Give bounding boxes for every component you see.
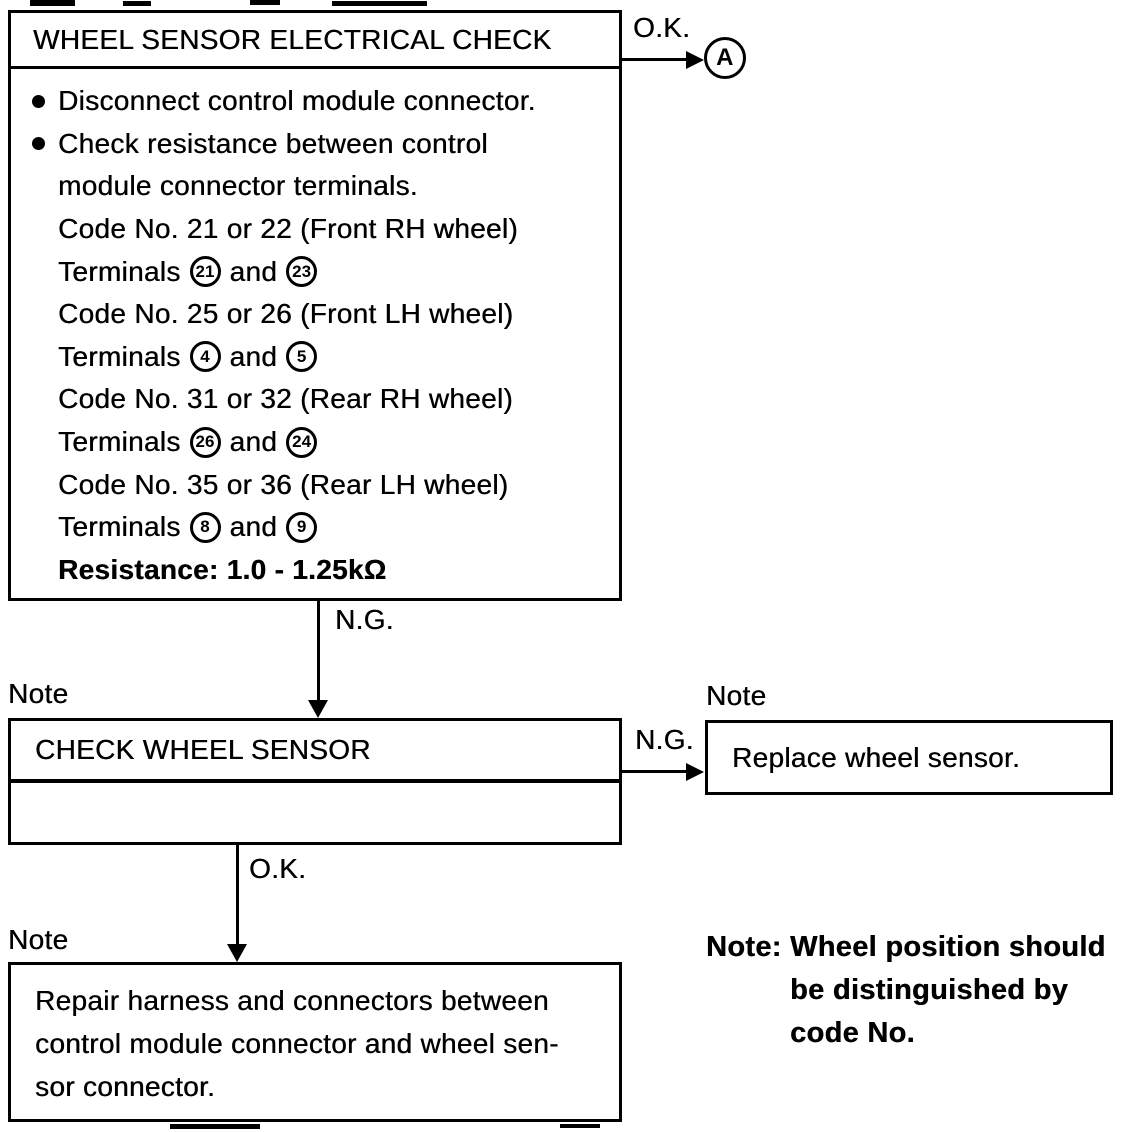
terminal-circle: 8 (189, 511, 221, 543)
edge-label-ng-side: N.G. (635, 724, 694, 755)
terminal-line: Terminals 8 and 9 (11, 506, 619, 549)
arrowhead-down-icon (227, 944, 247, 962)
code-line: Code No. 21 or 22 (Front RH wheel) (58, 213, 518, 245)
note-label-check: Note (8, 678, 69, 709)
terminal-circle: 24 (286, 426, 318, 458)
terminal-circle: 21 (189, 256, 221, 288)
terminal-circle: 26 (189, 426, 221, 458)
bullet-icon (32, 94, 45, 108)
side-note-line: Note: Wheel position should (706, 931, 1106, 963)
action-text-line: sor connector. (35, 1071, 216, 1102)
connector-line-ng-side (622, 770, 688, 773)
scan-artifact (123, 1, 151, 6)
procedure-text: Check resistance between control (58, 127, 488, 159)
note-label-replace: Note (706, 680, 767, 711)
arrowhead-down-icon (308, 700, 328, 718)
code-line: Code No. 35 or 36 (Rear LH wheel) (58, 468, 509, 500)
code-line: Code No. 31 or 32 (Rear RH wheel) (58, 383, 513, 415)
connector-line-ng-main (317, 601, 320, 702)
terminal-circle: 4 (189, 341, 221, 373)
procedure-step: Disconnect control module connector. (11, 80, 619, 123)
procedure-step: Check resistance between control (11, 123, 619, 166)
side-note-wheel-position: Note: Wheel position should be distingui… (706, 926, 1106, 1055)
connector-line-ok-bottom (236, 845, 239, 946)
side-note-line: be distinguished by (790, 974, 1068, 1006)
edge-label-ng-main: N.G. (335, 604, 394, 635)
arrowhead-right-icon (686, 50, 704, 69)
procedure-text-continued: module connector terminals. (58, 170, 418, 202)
terminal-circle: 5 (286, 341, 318, 373)
note-label-repair: Note (8, 924, 69, 955)
goto-connector-a: A (704, 37, 746, 79)
terminal-circle: 9 (286, 511, 318, 543)
action-box-repair-harness: Repair harness and connectors between co… (8, 962, 622, 1122)
terminal-label: Terminals (58, 255, 181, 287)
terminal-label: Terminals (58, 426, 181, 458)
side-note-line: code No. (790, 1017, 915, 1049)
terminal-label: Terminals (58, 511, 181, 543)
scan-artifact (560, 1124, 600, 1128)
scan-artifact (30, 0, 75, 6)
step-title: WHEEL SENSOR ELECTRICAL CHECK (11, 13, 619, 69)
scan-artifact (170, 1124, 260, 1129)
action-text-line: control module connector and wheel sen- (35, 1028, 559, 1059)
step-body: Disconnect control module connector. Che… (11, 69, 619, 591)
terminal-line: Terminals 4 and 5 (11, 336, 619, 379)
connector-line-ok-top (622, 58, 690, 61)
action-text-line: Repair harness and connectors between (35, 985, 549, 1016)
terminal-line: Terminals 26 and 24 (11, 421, 619, 464)
step-title: CHECK WHEEL SENSOR (11, 721, 619, 783)
terminal-line: Terminals 21 and 23 (11, 250, 619, 293)
procedure-text: Disconnect control module connector. (58, 85, 536, 117)
edge-label-ok-bottom: O.K. (249, 853, 307, 884)
bullet-icon (32, 137, 45, 151)
terminal-label: Terminals (58, 340, 181, 372)
resistance-spec: Resistance: 1.0 - 1.25kΩ (58, 553, 387, 585)
terminal-and: and (229, 426, 278, 458)
code-line: Code No. 25 or 26 (Front LH wheel) (58, 298, 514, 330)
terminal-and: and (229, 340, 278, 372)
terminal-circle: 23 (286, 256, 318, 288)
action-text: Replace wheel sensor. (732, 741, 1021, 773)
action-box-replace-wheel-sensor: Replace wheel sensor. (705, 720, 1113, 795)
scan-artifact (332, 1, 427, 6)
scan-artifact (250, 0, 280, 5)
terminal-and: and (229, 511, 278, 543)
edge-label-ok-top: O.K. (633, 12, 691, 43)
step-box-check-wheel-sensor: CHECK WHEEL SENSOR (8, 718, 622, 845)
arrowhead-right-icon (686, 762, 704, 781)
step-box-wheel-sensor-electrical-check: WHEEL SENSOR ELECTRICAL CHECK Disconnect… (8, 10, 622, 601)
terminal-and: and (229, 255, 278, 287)
